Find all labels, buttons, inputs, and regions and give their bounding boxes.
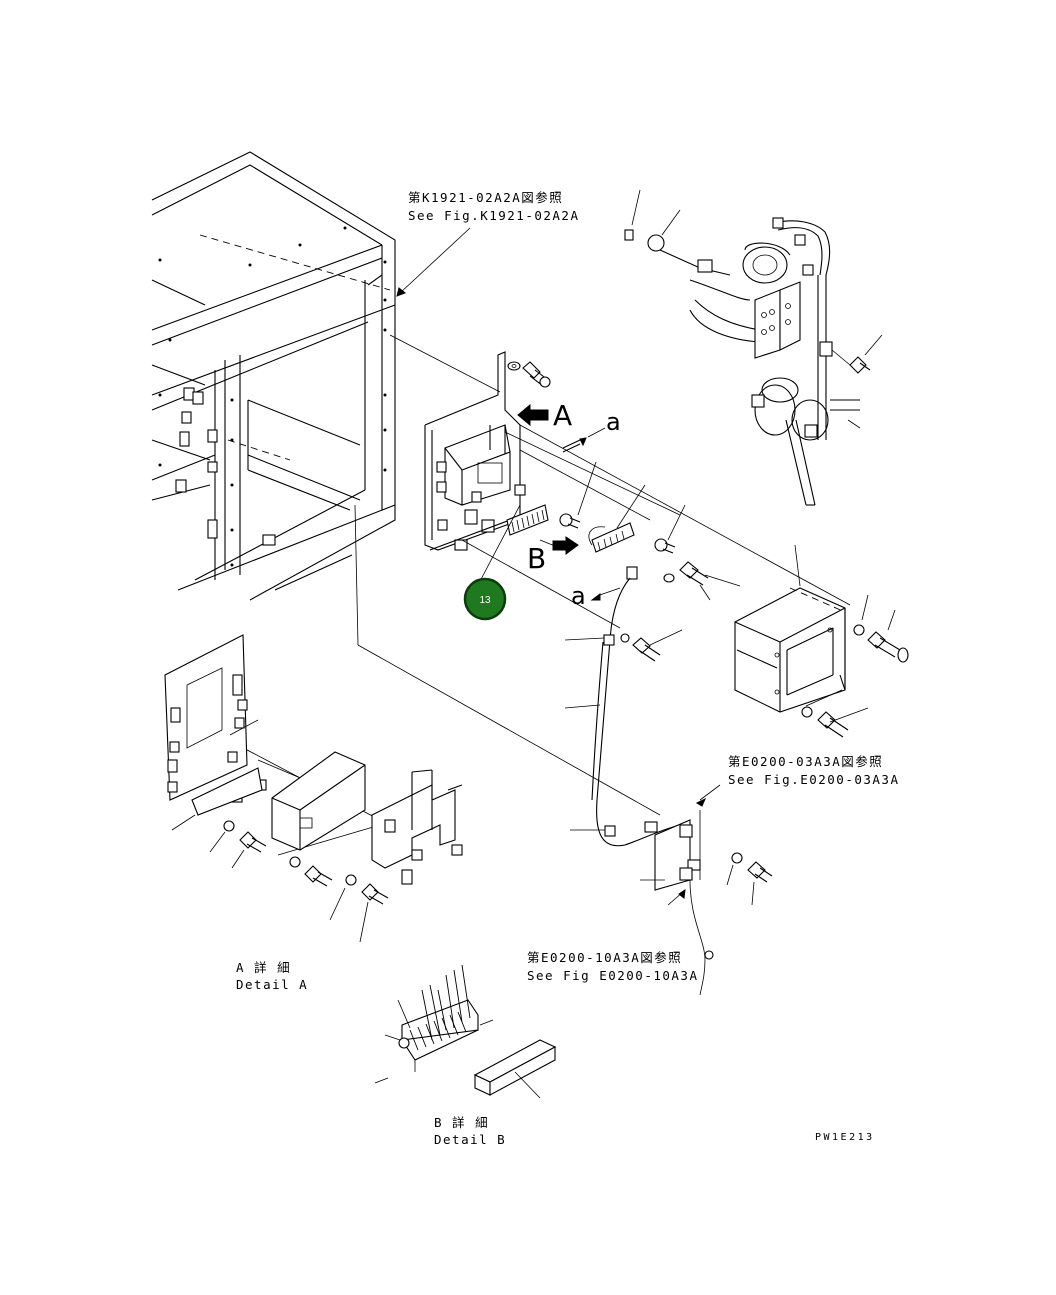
reference-fig-e0200-03: 第E0200-03A3A図参照 See Fig.E0200-03A3A <box>728 754 900 787</box>
junction-cluster <box>640 784 773 996</box>
drawing-code: PW1E213 <box>815 1132 875 1143</box>
detail-a-en: Detail A <box>236 977 308 992</box>
cab-frame <box>151 151 396 601</box>
controller-bracket <box>424 351 526 551</box>
wire-harness <box>564 577 683 847</box>
reference-jp-1: 第K1921-02A2A図参照 <box>408 190 563 205</box>
callout-number: 13 <box>479 595 491 606</box>
reference-en-3: See Fig E0200-10A3A <box>527 968 699 983</box>
connector-plug <box>588 484 646 553</box>
detail-a-caption: A 詳 細 Detail A <box>236 960 308 992</box>
detail-b-en: Detail B <box>434 1132 506 1147</box>
detail-b-caption: B 詳 細 Detail B <box>434 1115 506 1147</box>
view-letter-a-upper: a <box>606 408 621 436</box>
bolt-mid-left <box>559 461 597 529</box>
view-letter-B: B <box>527 542 546 575</box>
screw-a-lower <box>590 587 621 601</box>
cover-box <box>734 544 909 738</box>
reference-en-1: See Fig.K1921-02A2A <box>408 208 580 223</box>
view-letter-a-lower: a <box>571 582 586 610</box>
connector-on-bracket <box>506 504 549 536</box>
part-callout-13[interactable]: 13 <box>463 577 507 621</box>
callout-circle[interactable] <box>463 577 507 621</box>
detail-a-jp: A 詳 細 <box>236 960 291 975</box>
detail-b-jp: B 詳 細 <box>434 1115 489 1130</box>
reference-fig-k1921: 第K1921-02A2A図参照 See Fig.K1921-02A2A <box>396 190 580 297</box>
reference-jp-3: 第E0200-10A3A図参照 <box>527 950 682 965</box>
view-arrow-B <box>552 536 579 555</box>
right-harness-assembly <box>624 189 883 506</box>
view-arrow-A <box>517 403 549 427</box>
bolt-top <box>507 361 551 388</box>
reference-jp-2: 第E0200-03A3A図参照 <box>728 754 883 769</box>
detail-a-drawing <box>164 634 463 943</box>
bolt-mid-right <box>654 504 686 554</box>
reference-fig-e0200-10: 第E0200-10A3A図参照 See Fig E0200-10A3A <box>527 950 699 983</box>
detail-b-drawing <box>374 964 557 1099</box>
view-letter-A: A <box>553 399 572 432</box>
reference-en-2: See Fig.E0200-03A3A <box>728 772 900 787</box>
screw-a-upper <box>562 427 606 453</box>
clamp-bolt-cluster <box>626 561 741 601</box>
